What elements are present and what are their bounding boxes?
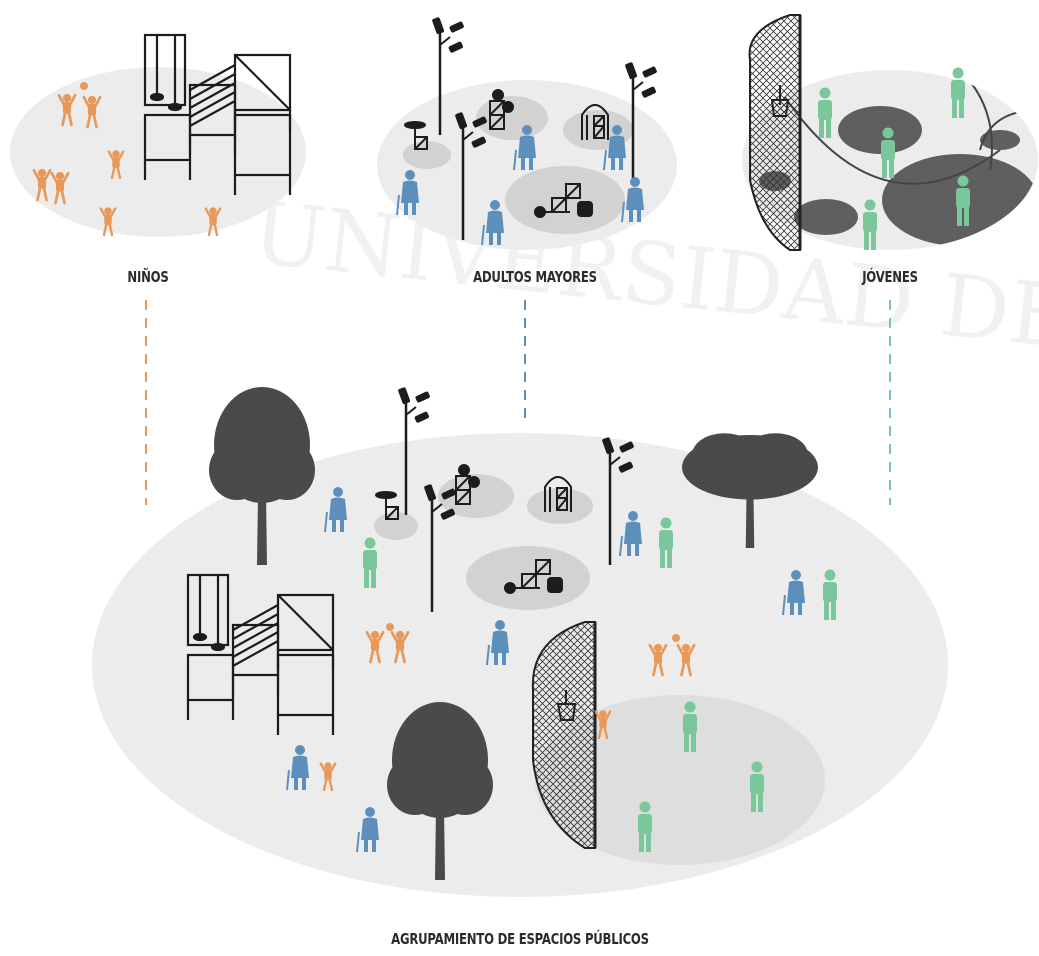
exercise-equipment [489, 89, 514, 130]
elder-figure [619, 511, 642, 557]
child-figure [107, 150, 125, 180]
youth-figure [823, 569, 837, 620]
court-circle [838, 106, 922, 154]
elder-figure [603, 125, 626, 171]
streetlight-icon [625, 62, 657, 185]
tree-icon [209, 387, 315, 565]
exercise-equipment [455, 464, 480, 505]
elder-figure [286, 745, 309, 791]
elder-figure [486, 620, 509, 666]
youth-figure [863, 199, 877, 250]
elder-figure [324, 487, 347, 533]
elder-figure [621, 177, 644, 223]
court-circle [980, 130, 1020, 150]
ninos-platform [10, 67, 306, 237]
tree-icon [682, 433, 818, 548]
table-equipment [404, 121, 428, 150]
elder-figure [396, 170, 419, 216]
child-figure [32, 168, 52, 202]
table-equipment [375, 491, 399, 520]
streetlight-icon [432, 17, 464, 135]
child-figure [390, 630, 410, 664]
main-zone [466, 546, 590, 610]
elder-figure [481, 200, 504, 246]
streetlight-icon [398, 387, 430, 515]
youth-figure [956, 175, 970, 226]
fence [748, 14, 801, 251]
hoop [770, 85, 790, 117]
label-ninos: NIÑOS [127, 268, 169, 286]
youth-figure [818, 87, 832, 138]
ball-icon [80, 82, 88, 90]
playground-structure [186, 573, 335, 735]
ball-icon [672, 634, 680, 642]
hoop [556, 690, 577, 721]
youth-figure [881, 127, 895, 178]
elder-figure [782, 570, 805, 616]
youth-figure [750, 761, 764, 812]
child-figure [82, 95, 102, 129]
streetlight-icon [424, 484, 456, 612]
label-agrupamiento: AGRUPAMIENTO DE ESPACIOS PÚBLICOS [391, 930, 649, 948]
tree-icon [387, 702, 493, 880]
ball-icon [386, 623, 394, 631]
child-figure [99, 207, 117, 237]
bars-equipment [534, 183, 593, 218]
arch-equipment [544, 476, 572, 512]
youth-figure [363, 537, 377, 588]
bars-equipment [504, 559, 563, 594]
label-adultos-mayores: ADULTOS MAYORES [473, 268, 597, 286]
child-figure [319, 762, 337, 792]
child-figure [365, 630, 385, 664]
child-figure [57, 93, 77, 127]
elder-figure [356, 807, 379, 853]
child-figure [204, 207, 222, 237]
label-jovenes: JÓVENES [862, 268, 918, 286]
child-figure [676, 643, 696, 677]
streetlight-icon [602, 437, 634, 565]
child-figure [50, 171, 70, 205]
arch-equipment [581, 104, 609, 140]
main-platform [92, 433, 948, 897]
youth-figure [683, 701, 697, 752]
youth-figure [659, 517, 673, 568]
youth-figure [638, 801, 652, 852]
court-line [779, 89, 1001, 185]
main-zone [374, 512, 418, 540]
child-figure [594, 710, 612, 740]
youth-figure [951, 67, 965, 118]
streetlight-icon [455, 112, 487, 240]
court-circle [794, 199, 858, 235]
elder-figure [513, 125, 536, 171]
child-figure [648, 643, 668, 677]
playground-structure [143, 33, 292, 195]
